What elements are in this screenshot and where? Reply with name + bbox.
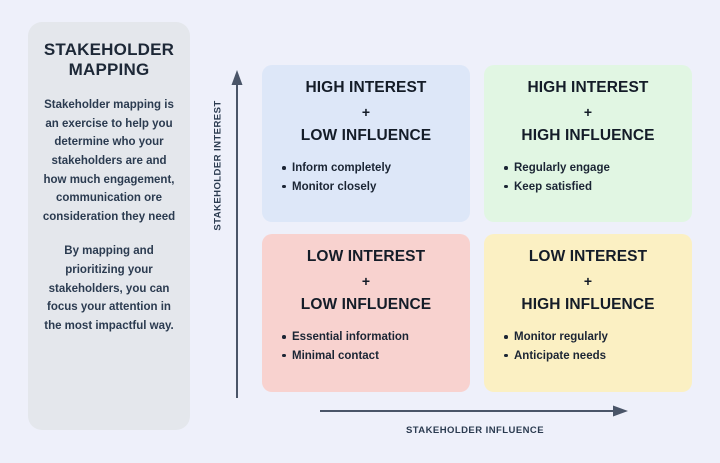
page-title: STAKEHOLDER MAPPING — [43, 40, 175, 80]
quadrant-low-interest-high-influence[interactable]: LOW INTEREST + HIGH INFLUENCE Monitor re… — [484, 234, 692, 392]
quadrant-plus-symbol: + — [583, 273, 593, 290]
quadrant-bullet-list: Inform completely Monitor closely — [276, 159, 456, 196]
quadrant-heading-line2: LOW INFLUENCE — [300, 127, 432, 145]
list-item: Keep satisfied — [504, 178, 678, 197]
list-item: Regularly engage — [504, 159, 678, 178]
quadrant-heading-line1: LOW INTEREST — [306, 248, 426, 265]
quadrant-heading-line1: LOW INTEREST — [528, 248, 648, 265]
quadrant-heading-line1: HIGH INTEREST — [527, 79, 649, 96]
list-item: Anticipate needs — [504, 347, 678, 366]
list-item: Minimal contact — [282, 347, 456, 366]
stakeholder-mapping-info-card: STAKEHOLDER MAPPING Stakeholder mapping … — [28, 22, 190, 430]
list-item: Essential information — [282, 328, 456, 347]
x-axis-label: STAKEHOLDER INFLUENCE — [405, 425, 545, 436]
quadrant-high-interest-high-influence[interactable]: HIGH INTEREST + HIGH INFLUENCE Regularly… — [484, 65, 692, 222]
list-item: Inform completely — [282, 159, 456, 178]
sidebar-paragraph-2: By mapping and prioritizing your stakeho… — [44, 245, 174, 332]
quadrant-bullet-list: Monitor regularly Anticipate needs — [498, 328, 678, 365]
quadrant-plus-symbol: + — [583, 104, 593, 121]
quadrant-bullet-list: Regularly engage Keep satisfied — [498, 159, 678, 196]
quadrant-low-interest-low-influence[interactable]: LOW INTEREST + LOW INFLUENCE Essential i… — [262, 234, 470, 392]
quadrant-heading-line2: LOW INFLUENCE — [300, 296, 432, 314]
list-item: Monitor closely — [282, 178, 456, 197]
quadrant-heading-line2: HIGH INFLUENCE — [521, 127, 655, 145]
y-axis-label: STAKEHOLDER INTEREST — [212, 100, 224, 231]
quadrant-bullet-list: Essential information Minimal contact — [276, 328, 456, 365]
quadrant-heading-line1: HIGH INTEREST — [305, 79, 427, 96]
list-item: Monitor regularly — [504, 328, 678, 347]
quadrant-high-interest-low-influence[interactable]: HIGH INTEREST + LOW INFLUENCE Inform com… — [262, 65, 470, 222]
x-axis-arrow-icon — [320, 405, 628, 417]
quadrant-plus-symbol: + — [361, 104, 371, 121]
quadrant-heading-line2: HIGH INFLUENCE — [521, 296, 655, 314]
quadrant-plus-symbol: + — [361, 273, 371, 290]
y-axis-arrow-icon — [231, 70, 243, 398]
sidebar-paragraph-1: Stakeholder mapping is an exercise to he… — [42, 99, 176, 223]
